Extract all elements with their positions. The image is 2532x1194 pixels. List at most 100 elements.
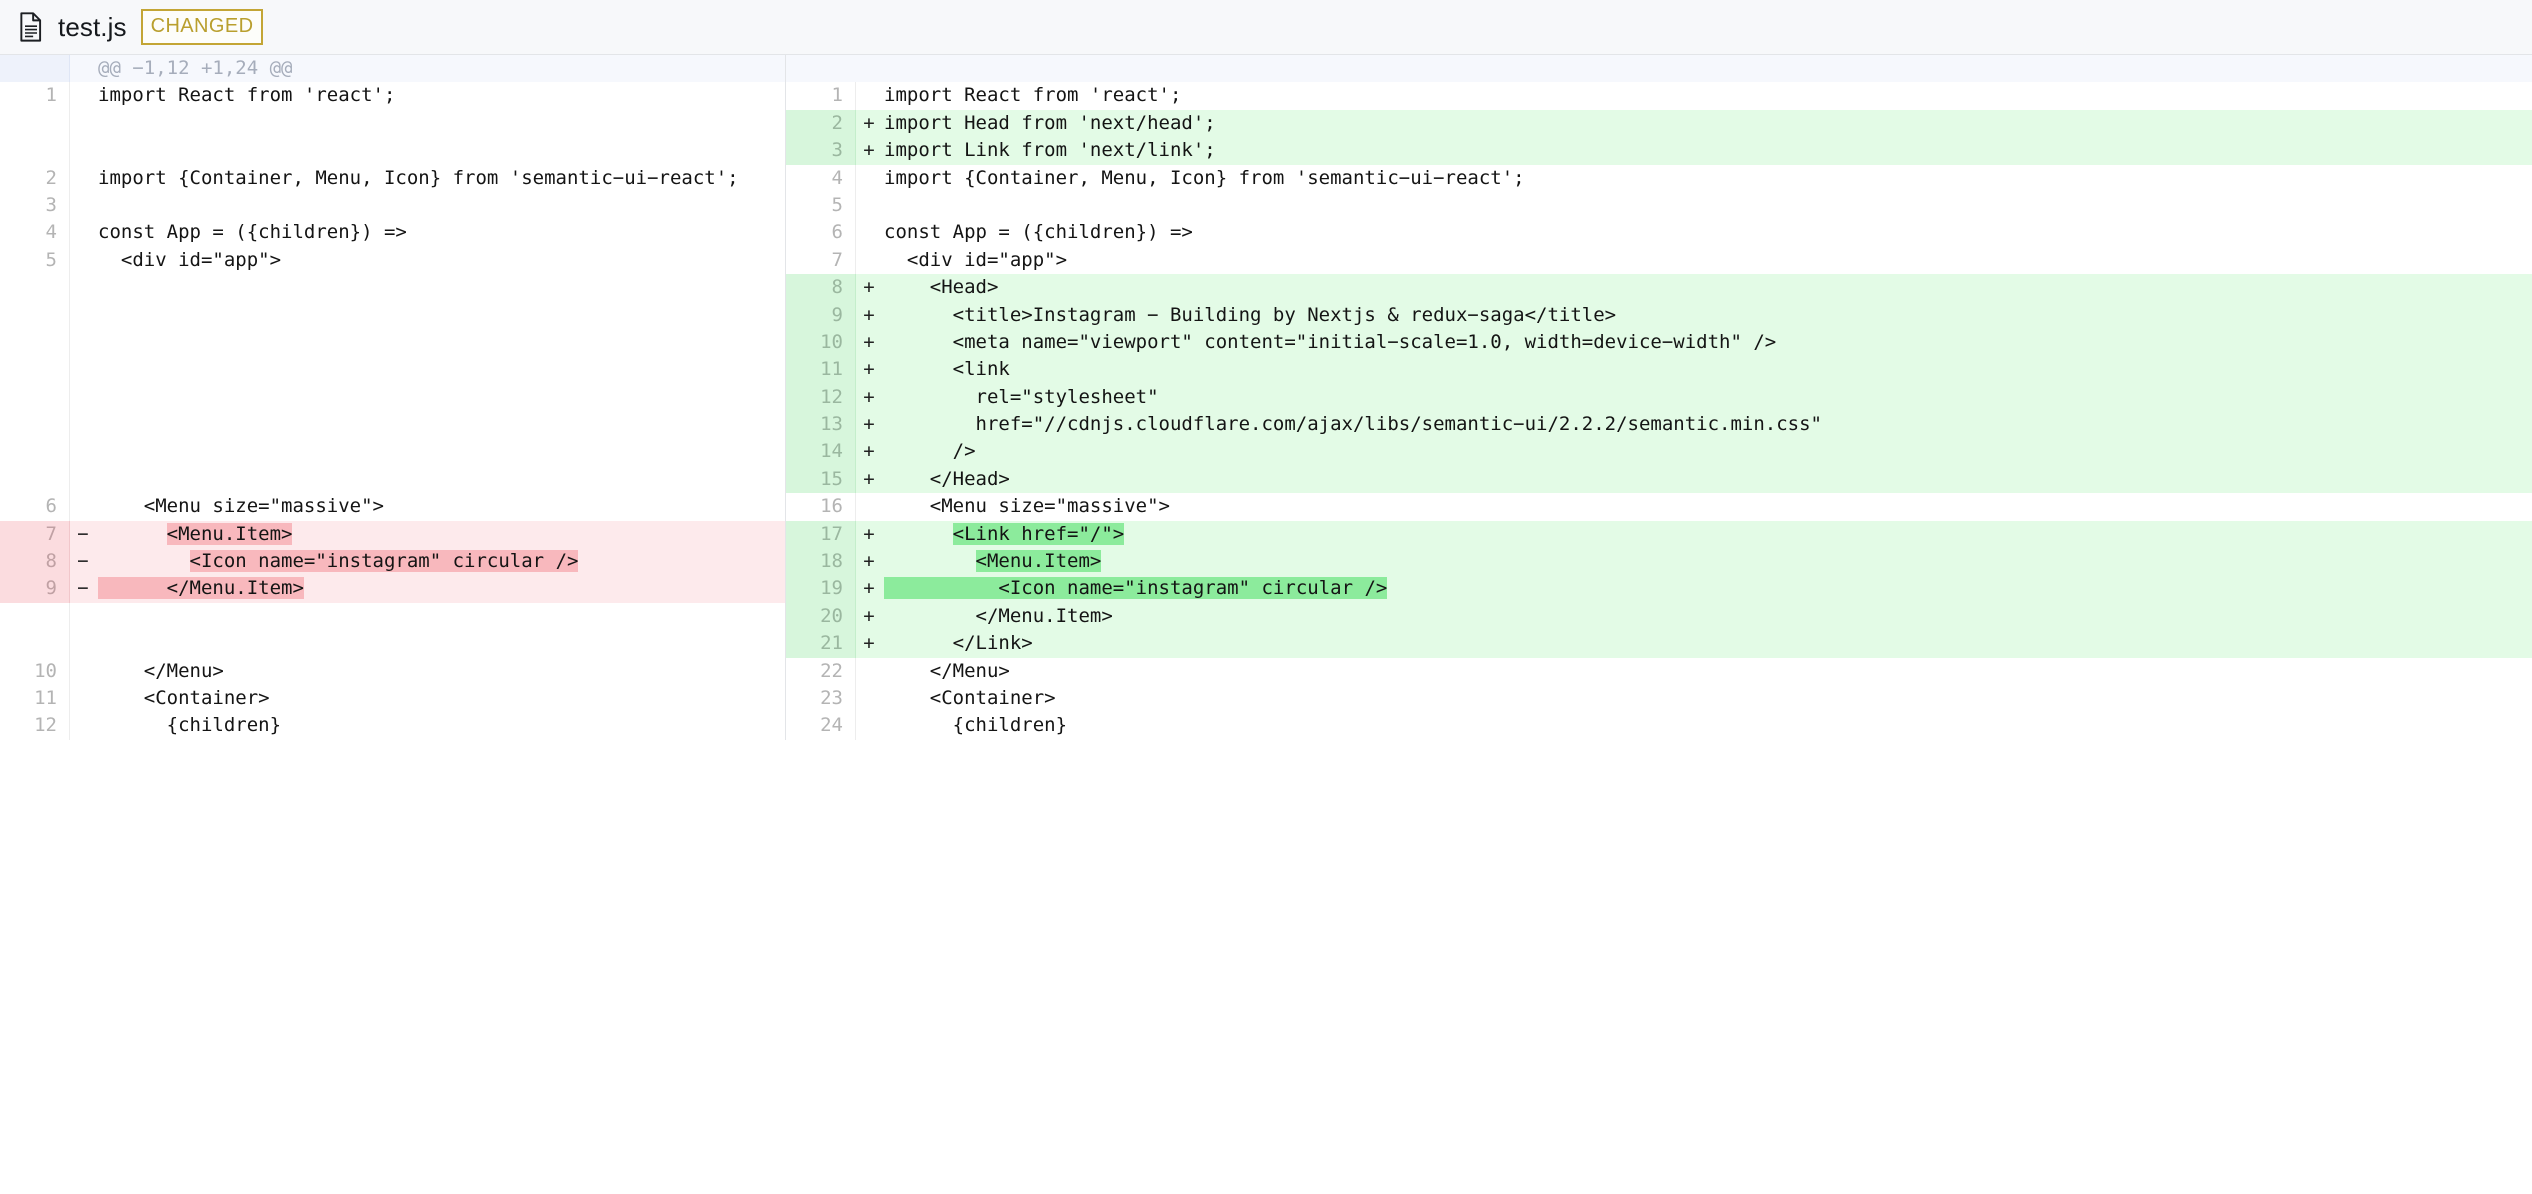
- diff-row[interactable]: 14+ />: [786, 438, 2532, 466]
- code-line[interactable]: [96, 329, 785, 356]
- diff-row[interactable]: 12+ rel="stylesheet": [786, 383, 2532, 412]
- code-line[interactable]: <meta name="viewport" content="initial−s…: [882, 329, 2532, 356]
- diff-row[interactable]: 5 <div id="app">: [0, 246, 785, 275]
- code-line[interactable]: </Menu>: [96, 658, 785, 685]
- code-line[interactable]: rel="stylesheet": [882, 384, 2532, 411]
- code-line[interactable]: import {Container, Menu, Icon} from 'sem…: [882, 165, 2532, 192]
- code-line[interactable]: <title>Instagram − Building by Nextjs & …: [882, 302, 2532, 329]
- code-line[interactable]: [96, 411, 785, 438]
- diff-row[interactable]: [0, 465, 785, 494]
- diff-row[interactable]: 8− <Icon name="instagram" circular />: [0, 548, 785, 576]
- code-line[interactable]: [96, 192, 785, 219]
- code-line[interactable]: [882, 192, 2532, 219]
- code-line[interactable]: <Link href="/">: [882, 521, 2532, 548]
- code-line[interactable]: <Menu size="massive">: [882, 493, 2532, 520]
- code-line[interactable]: </Link>: [882, 630, 2532, 657]
- diff-row[interactable]: [0, 411, 785, 439]
- diff-row[interactable]: [0, 630, 785, 658]
- code-line[interactable]: <Menu.Item>: [882, 548, 2532, 575]
- diff-row[interactable]: 3+import Link from 'next/link';: [786, 137, 2532, 165]
- diff-row[interactable]: 18+ <Menu.Item>: [786, 548, 2532, 576]
- code-line[interactable]: href="//cdnjs.cloudflare.com/ajax/libs/s…: [882, 411, 2532, 438]
- code-line[interactable]: [96, 630, 785, 657]
- diff-row[interactable]: [0, 328, 785, 357]
- code-line[interactable]: [96, 466, 785, 493]
- code-line[interactable]: [96, 110, 785, 137]
- code-line[interactable]: [96, 137, 785, 164]
- diff-row[interactable]: 8+ <Head>: [786, 274, 2532, 302]
- diff-row[interactable]: 11 <Container>: [0, 684, 785, 713]
- diff-row[interactable]: 15+ </Head>: [786, 465, 2532, 494]
- diff-row[interactable]: 2+import Head from 'next/head';: [786, 109, 2532, 138]
- code-line[interactable]: </Menu.Item>: [882, 603, 2532, 630]
- code-line[interactable]: @@ −1,12 +1,24 @@: [96, 55, 785, 82]
- diff-row[interactable]: [0, 137, 785, 165]
- diff-row[interactable]: [0, 383, 785, 412]
- code-line[interactable]: />: [882, 438, 2532, 465]
- diff-row[interactable]: [0, 356, 785, 384]
- diff-row[interactable]: 6 <Menu size="massive">: [0, 493, 785, 521]
- diff-row[interactable]: [0, 301, 785, 329]
- code-line[interactable]: <Icon name="instagram" circular />: [882, 575, 2532, 602]
- diff-row[interactable]: 10+ <meta name="viewport" content="initi…: [786, 328, 2532, 357]
- diff-row[interactable]: 17+ <Link href="/">: [786, 520, 2532, 549]
- code-line[interactable]: </Head>: [882, 466, 2532, 493]
- code-line[interactable]: [96, 384, 785, 411]
- diff-row[interactable]: 16 <Menu size="massive">: [786, 493, 2532, 521]
- diff-row[interactable]: 9+ <title>Instagram − Building by Nextjs…: [786, 301, 2532, 329]
- diff-row[interactable]: [0, 109, 785, 138]
- code-line[interactable]: <Menu size="massive">: [96, 493, 785, 520]
- code-line[interactable]: import {Container, Menu, Icon} from 'sem…: [96, 165, 785, 192]
- diff-row[interactable]: 11+ <link: [786, 356, 2532, 384]
- code-line[interactable]: <div id="app">: [882, 247, 2532, 274]
- code-line[interactable]: const App = ({children}) =>: [96, 219, 785, 246]
- code-line[interactable]: const App = ({children}) =>: [882, 219, 2532, 246]
- diff-row[interactable]: @@ −1,12 +1,24 @@: [0, 55, 785, 83]
- diff-row[interactable]: 19+ <Icon name="instagram" circular />: [786, 575, 2532, 603]
- code-line[interactable]: <div id="app">: [96, 247, 785, 274]
- diff-row[interactable]: 21+ </Link>: [786, 630, 2532, 658]
- diff-row[interactable]: 23 <Container>: [786, 684, 2532, 713]
- diff-row[interactable]: 22 </Menu>: [786, 657, 2532, 685]
- diff-row[interactable]: 7− <Menu.Item>: [0, 520, 785, 549]
- diff-row[interactable]: [0, 274, 785, 302]
- code-line[interactable]: [96, 274, 785, 301]
- code-line[interactable]: <Icon name="instagram" circular />: [96, 548, 785, 575]
- diff-row[interactable]: [0, 602, 785, 631]
- diff-row[interactable]: 10 </Menu>: [0, 657, 785, 685]
- code-line[interactable]: <Menu.Item>: [96, 521, 785, 548]
- code-line[interactable]: </Menu.Item>: [96, 575, 785, 602]
- diff-row[interactable]: 5: [786, 191, 2532, 220]
- code-line[interactable]: import React from 'react';: [96, 82, 785, 109]
- code-line[interactable]: [96, 438, 785, 465]
- code-line[interactable]: <Container>: [96, 685, 785, 712]
- diff-row[interactable]: [0, 438, 785, 466]
- code-line[interactable]: <Head>: [882, 274, 2532, 301]
- diff-row[interactable]: 13+ href="//cdnjs.cloudflare.com/ajax/li…: [786, 411, 2532, 439]
- code-line[interactable]: [96, 356, 785, 383]
- code-line[interactable]: </Menu>: [882, 658, 2532, 685]
- code-line[interactable]: import Head from 'next/head';: [882, 110, 2532, 137]
- code-line[interactable]: [96, 603, 785, 630]
- diff-row[interactable]: 7 <div id="app">: [786, 246, 2532, 275]
- code-line[interactable]: <link: [882, 356, 2532, 383]
- code-line[interactable]: import React from 'react';: [882, 82, 2532, 109]
- diff-row[interactable]: 12 {children}: [0, 712, 785, 740]
- code-line[interactable]: {children}: [96, 712, 785, 739]
- diff-row[interactable]: 9− </Menu.Item>: [0, 575, 785, 603]
- diff-row[interactable]: 20+ </Menu.Item>: [786, 602, 2532, 631]
- code-line[interactable]: <Container>: [882, 685, 2532, 712]
- diff-row[interactable]: 24 {children}: [786, 712, 2532, 740]
- code-line[interactable]: import Link from 'next/link';: [882, 137, 2532, 164]
- diff-row[interactable]: 3: [0, 191, 785, 220]
- code-line[interactable]: {children}: [882, 712, 2532, 739]
